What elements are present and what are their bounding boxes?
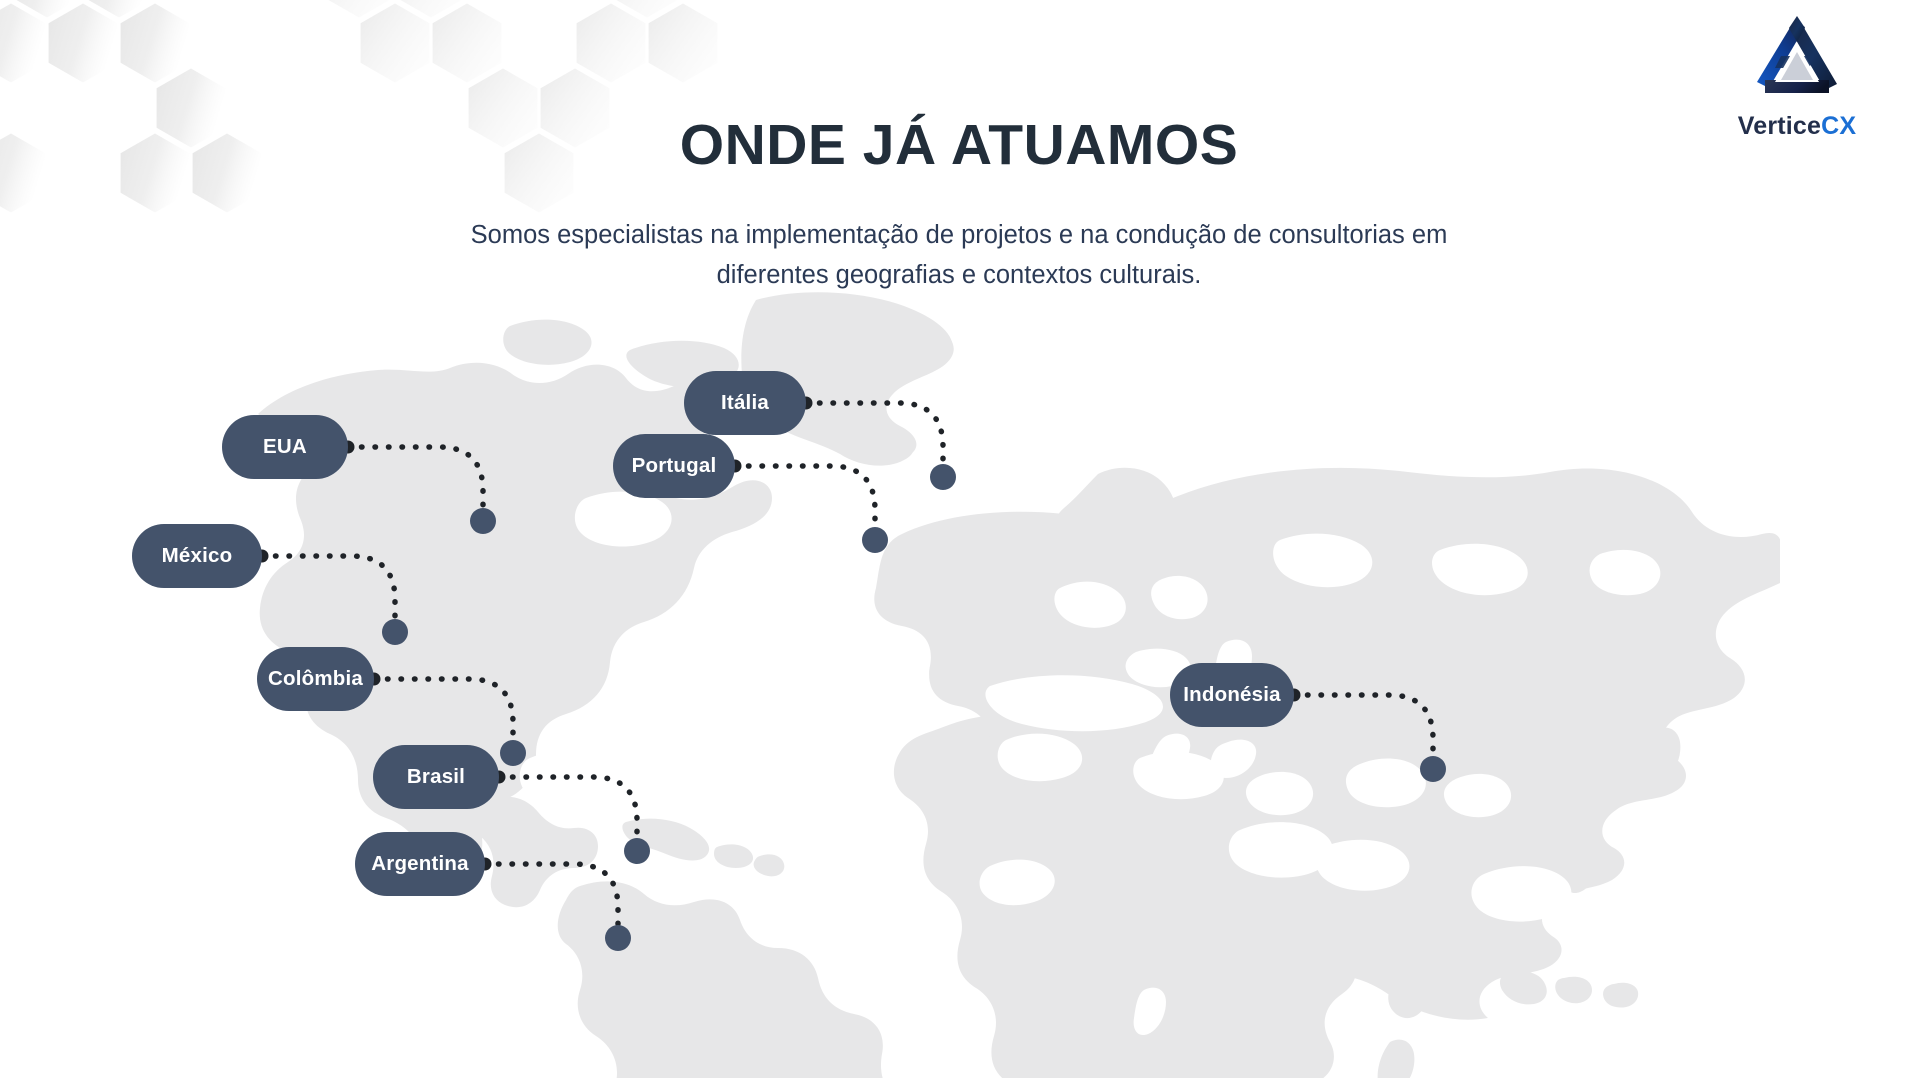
location-pill-label: Portugal bbox=[631, 454, 717, 477]
logo-wordmark-accent: CX bbox=[1821, 112, 1857, 140]
location-pill-label: Brasil bbox=[406, 765, 466, 788]
logo-wordmark: VerticeCX bbox=[1712, 112, 1882, 141]
world-map bbox=[258, 292, 1780, 1078]
location-pill-label: Itália bbox=[721, 391, 769, 414]
vertice-triangle-mark-icon bbox=[1757, 16, 1837, 93]
location-pill-label: Indonésia bbox=[1183, 683, 1281, 706]
location-pill-indonesia[interactable]: Indonésia bbox=[1170, 663, 1294, 727]
subtitle-line-1: Somos especialistas na implementação de … bbox=[470, 221, 1448, 249]
location-pill-portugal[interactable]: Portugal bbox=[613, 434, 735, 498]
location-pill-label: México bbox=[161, 544, 233, 567]
location-pill-mexico[interactable]: México bbox=[132, 524, 262, 588]
location-pill-label: EUA bbox=[263, 435, 307, 458]
logo-wordmark-primary: Vertice bbox=[1737, 112, 1822, 140]
location-pill-argentina[interactable]: Argentina bbox=[355, 832, 485, 896]
vertice-cx-logo: VerticeCX bbox=[1712, 14, 1882, 146]
page-subtitle: Somos especialistas na implementação de … bbox=[459, 215, 1459, 295]
location-pill-eua[interactable]: EUA bbox=[222, 415, 348, 479]
subtitle-line-2: diferentes geografias e contextos cultur… bbox=[716, 261, 1202, 289]
location-pill-italia[interactable]: Itália bbox=[684, 371, 806, 435]
page-title: ONDE JÁ ATUAMOS bbox=[679, 113, 1239, 177]
location-pill-label: Colômbia bbox=[268, 667, 363, 690]
location-pill-brasil[interactable]: Brasil bbox=[373, 745, 499, 809]
location-pill-colombia[interactable]: Colômbia bbox=[257, 647, 374, 711]
location-pill-label: Argentina bbox=[371, 852, 469, 875]
